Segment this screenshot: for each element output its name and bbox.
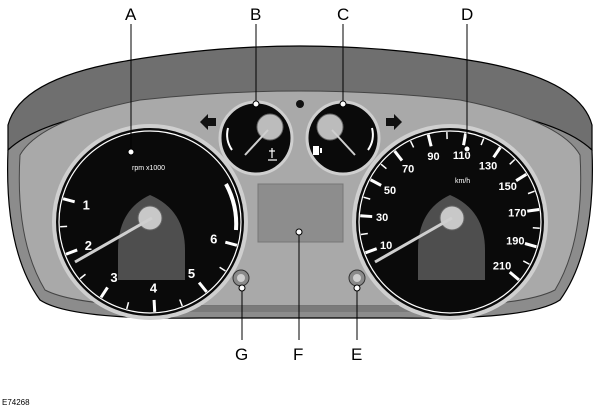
callout-point-f [295, 228, 303, 236]
callout-point-a [127, 148, 135, 156]
speedometer-scale-tick [369, 178, 382, 187]
speedometer-scale-tick [364, 247, 378, 255]
callout-f: F [293, 345, 303, 364]
tachometer-scale-tick [219, 266, 226, 272]
callout-point-d [463, 145, 471, 153]
callout-a: A [125, 5, 137, 24]
tach-needle [74, 216, 153, 264]
speedometer-scale-tick [515, 173, 528, 182]
tachometer-scale-label: 2 [85, 238, 92, 253]
callout-d: D [461, 5, 473, 24]
trip-reset-button [232, 269, 250, 287]
speedometer-scale-tick [508, 270, 520, 281]
tachometer-scale-tick [99, 286, 109, 299]
speedometer-scale-tick [426, 134, 433, 147]
speedometer-scale-label: 70 [402, 163, 414, 175]
tachometer-scale-label: 3 [110, 270, 117, 285]
speedometer-scale-tick [462, 133, 468, 146]
arrow-left-icon [200, 114, 216, 130]
arrow-right-icon [386, 114, 402, 130]
callout-b: B [250, 5, 261, 24]
speedometer-scale-tick [360, 214, 373, 219]
callout-point-g [238, 284, 246, 292]
tachometer-scale-tick [152, 299, 157, 312]
leader-lines [130, 24, 468, 340]
speed-unit-label: km/h [455, 178, 470, 185]
coolant-temperature-icon [268, 148, 277, 161]
tachometer-scale-tick [224, 240, 238, 247]
speedometer-scale-tick [492, 146, 502, 159]
tachometer-scale-tick [62, 197, 76, 204]
speedometer-scale-tick [509, 158, 516, 165]
speedometer-scale-label: 170 [508, 207, 526, 219]
callout-point-e [353, 284, 361, 292]
speedometer-scale-label: 210 [493, 261, 511, 273]
tachometer-scale-label: 1 [83, 197, 90, 212]
speedometer-scale-tick [522, 260, 530, 265]
speedometer-scale-tick [363, 196, 371, 200]
tachometer-scale-label: 4 [150, 280, 158, 295]
fuel-pump-icon [313, 146, 322, 155]
speedometer-scale-tick [527, 207, 540, 213]
tachometer: 1 2 3 4 5 6 rpm x1000 [52, 124, 248, 320]
tachometer-scale-tick [125, 301, 130, 310]
tachometer-scale-label: 5 [188, 266, 195, 281]
speedometer-scale-label: 190 [506, 236, 524, 248]
speedometer-scale-tick [380, 163, 387, 170]
speedometer-scale-tick [393, 150, 404, 162]
speedometer-scale-tick [524, 242, 537, 249]
dimmer-button [348, 269, 366, 287]
speedometer-scale-tick [360, 232, 368, 236]
speedometer-scale-label: 10 [380, 240, 392, 252]
speedometer-scale-tick [480, 138, 485, 146]
speedometer-scale-tick [527, 190, 535, 195]
speedometer-scale-label: 30 [376, 212, 388, 224]
callout-g: G [235, 345, 248, 364]
tachometer-scale-tick [197, 281, 208, 293]
callout-point-b [252, 100, 260, 108]
tachometer-scale-tick [65, 248, 78, 256]
speedometer-scale-label: 130 [479, 160, 497, 172]
reference-code: E74268 [2, 398, 30, 407]
tachometer-scale-label: 6 [210, 232, 217, 247]
speedometer-scale-tick [409, 140, 415, 148]
speedometer-scale-label: 150 [498, 181, 516, 193]
callout-e: E [351, 345, 362, 364]
center-indicator-lamp [296, 100, 304, 108]
tach-unit-label: rpm x1000 [132, 165, 165, 172]
fuel-gauge [305, 100, 381, 176]
callout-point-c [339, 100, 347, 108]
callout-c: C [337, 5, 349, 24]
tachometer-scale-tick [179, 299, 183, 307]
tachometer-scale-tick [79, 273, 86, 280]
temperature-gauge [218, 100, 294, 176]
speedometer-scale-label: 90 [427, 151, 439, 163]
speed-needle [374, 216, 453, 264]
panel-base-strip [160, 306, 440, 312]
speedometer-scale-label: 50 [384, 185, 396, 197]
speedometer-scale-label: 110 [453, 150, 471, 162]
